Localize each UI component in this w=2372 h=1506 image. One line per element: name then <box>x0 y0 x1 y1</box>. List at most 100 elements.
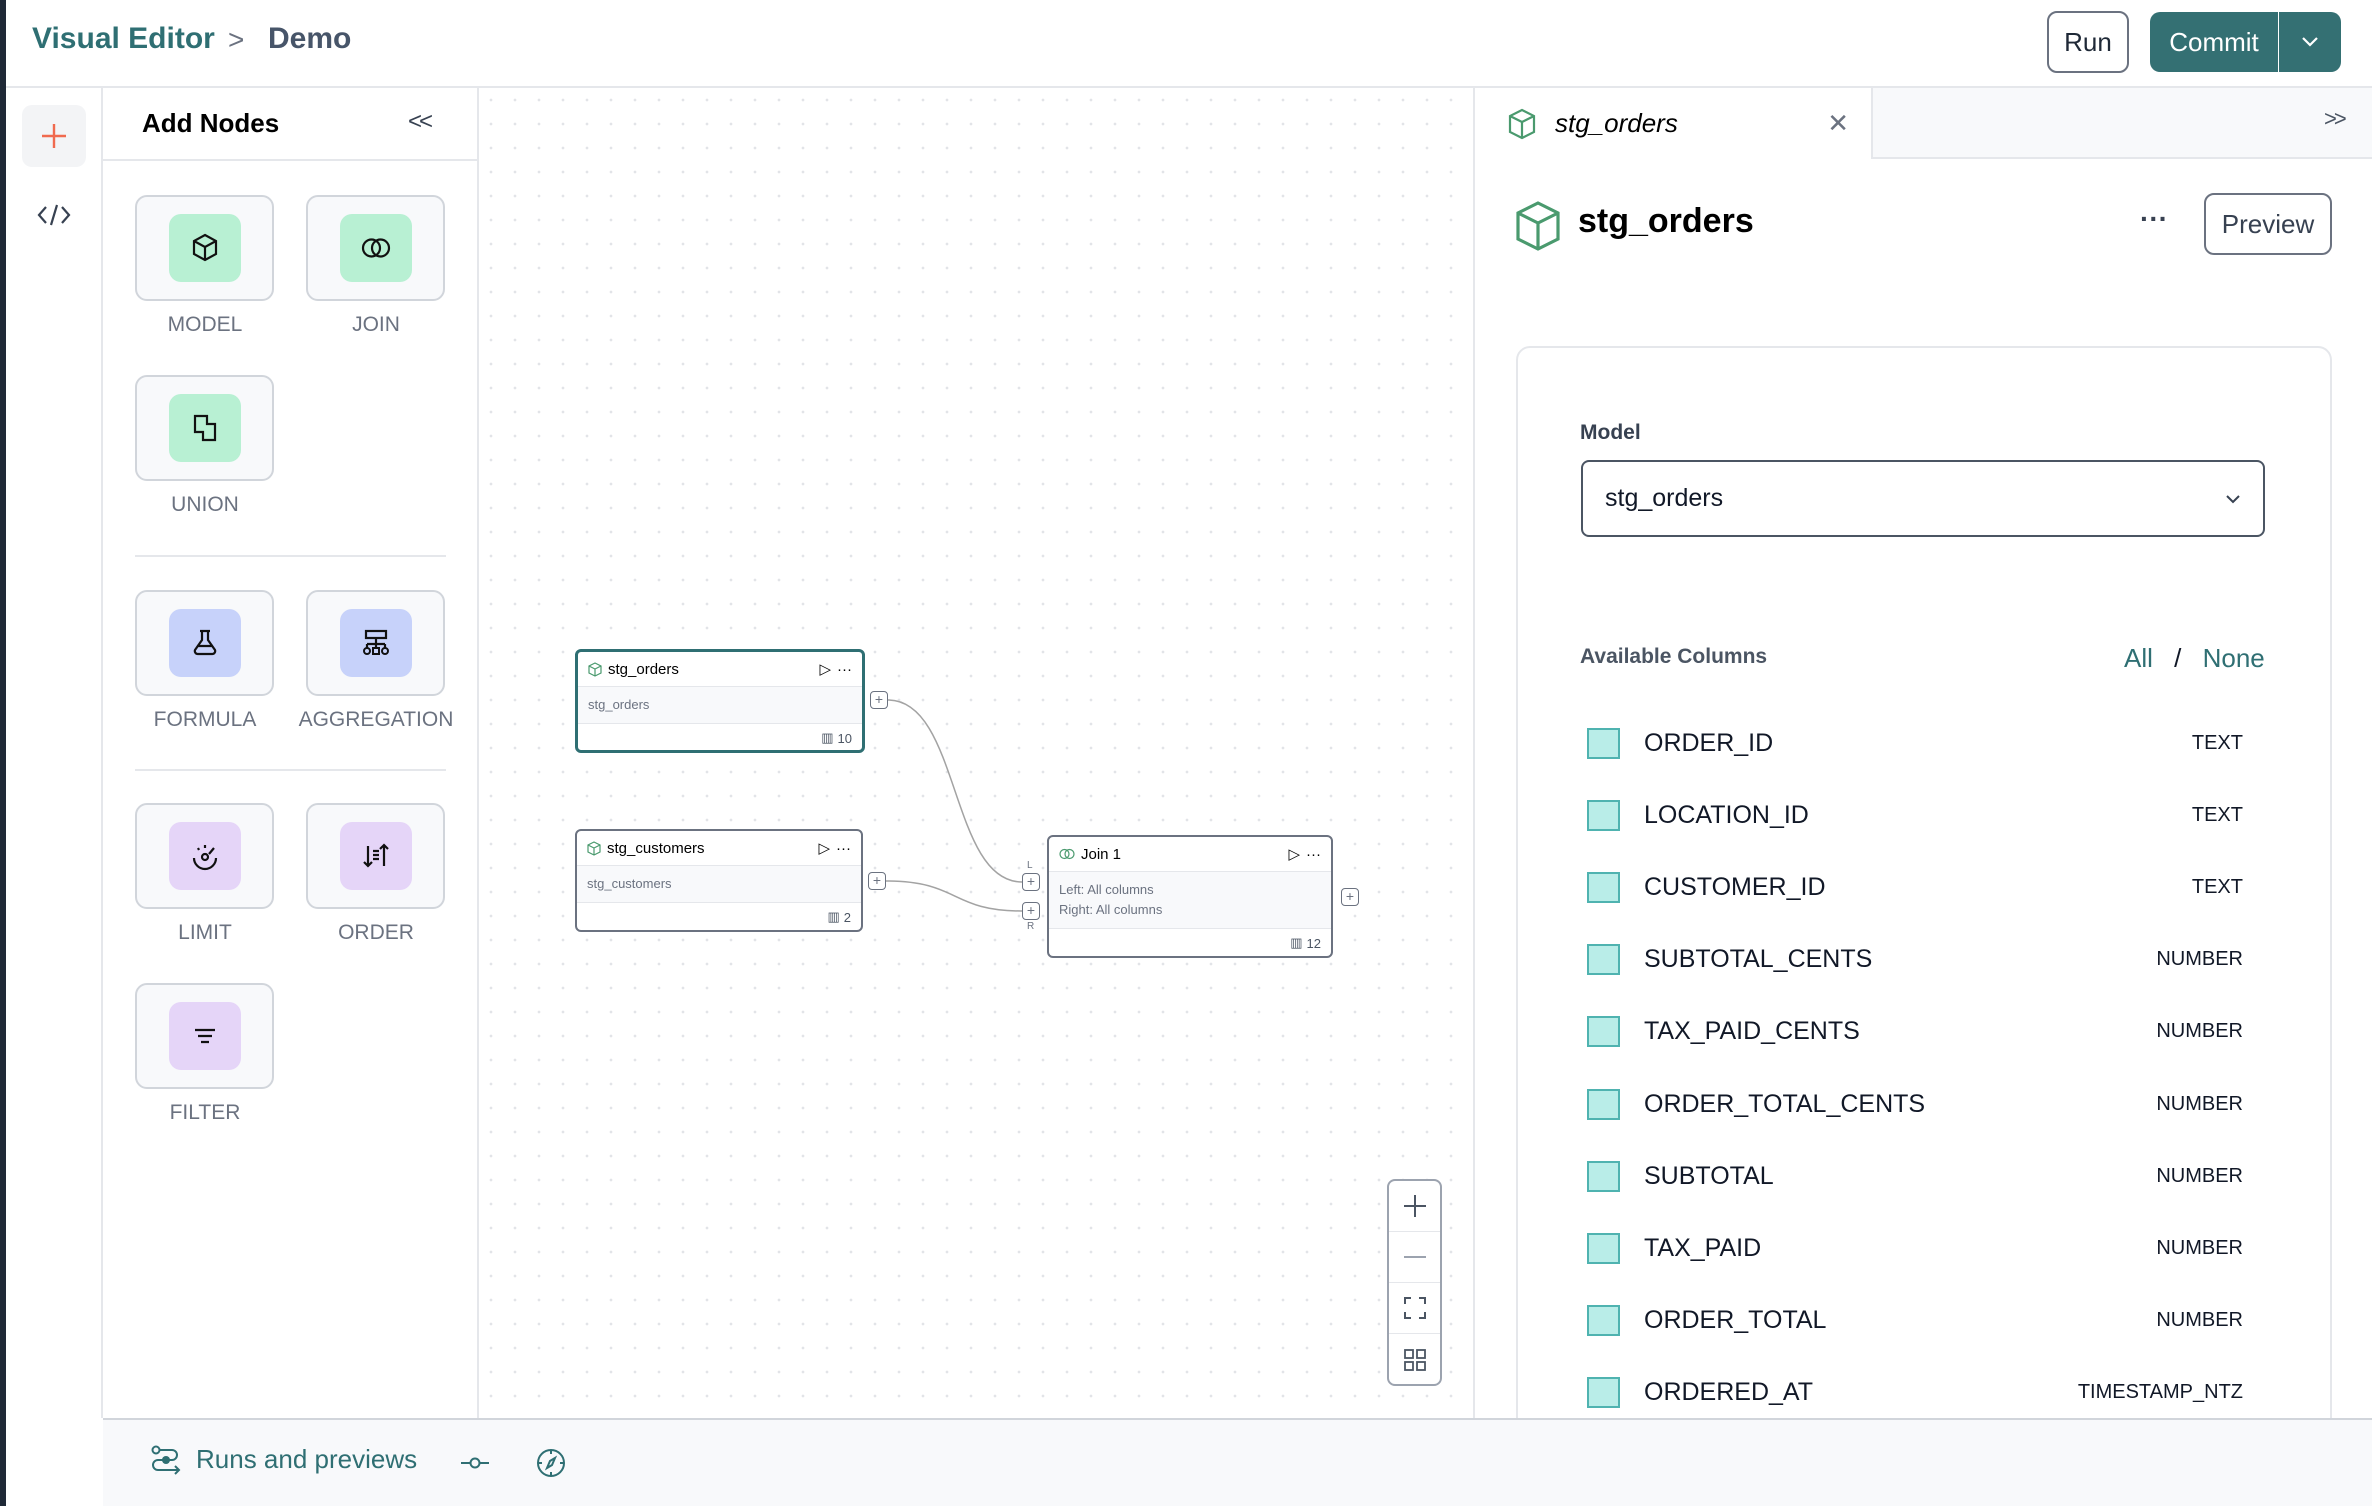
input-port-left[interactable]: + <box>1022 873 1040 891</box>
node-tile-model[interactable] <box>135 195 274 301</box>
icon-rail <box>6 88 103 1418</box>
available-columns-label: Available Columns <box>1580 645 1768 668</box>
commit-node-icon[interactable] <box>460 1452 490 1474</box>
column-checkbox[interactable] <box>1587 799 1620 831</box>
zoom-out-button[interactable] <box>1389 1232 1440 1283</box>
tab-stg-orders[interactable]: stg_orders ✕ <box>1475 88 1873 159</box>
column-type: NUMBER <box>2156 1164 2243 1187</box>
play-icon[interactable]: ▷ <box>818 840 830 857</box>
chevron-down-icon <box>2302 37 2318 47</box>
expand-panel-button[interactable]: >> <box>2324 106 2347 131</box>
preview-button[interactable]: Preview <box>2204 193 2332 255</box>
node-tile-label: UNION <box>171 493 239 516</box>
limit-icon-badge <box>168 822 241 890</box>
column-checkbox[interactable] <box>1587 1160 1620 1192</box>
commit-dropdown-button[interactable] <box>2279 12 2341 72</box>
collapse-panel-button[interactable]: << <box>408 108 433 135</box>
node-body: stg_orders <box>578 686 862 724</box>
edge-customers-to-join <box>885 880 1023 912</box>
play-icon[interactable]: ▷ <box>819 661 831 678</box>
more-icon[interactable]: ··· <box>837 660 852 678</box>
node-tile-formula[interactable] <box>135 590 274 696</box>
output-port[interactable]: + <box>868 872 886 890</box>
join-icon <box>361 238 390 258</box>
cube-icon <box>588 661 602 677</box>
commit-button[interactable]: Commit <box>2150 12 2278 72</box>
select-all-none: All / None <box>2124 643 2265 674</box>
breadcrumb-root[interactable]: Visual Editor <box>32 22 215 55</box>
column-checkbox[interactable] <box>1587 1377 1620 1409</box>
column-type: TEXT <box>2191 803 2243 826</box>
node-tile-union[interactable] <box>135 375 274 481</box>
node-title: stg_orders <box>608 660 679 678</box>
flask-icon-badge <box>168 609 241 677</box>
node-tile-limit[interactable] <box>135 803 274 909</box>
more-options-button[interactable]: ··· <box>2140 203 2168 234</box>
join-icon-badge <box>339 214 412 282</box>
column-type: TIMESTAMP_NTZ <box>2077 1381 2243 1404</box>
columns-icon: ▥ <box>827 909 840 924</box>
output-port[interactable]: + <box>1341 888 1359 906</box>
slash-separator: / <box>2174 643 2182 673</box>
node-tile-filter[interactable] <box>135 983 274 1089</box>
model-select[interactable]: stg_orders <box>1581 460 2265 537</box>
layout-button[interactable] <box>1389 1334 1440 1385</box>
divider <box>135 555 446 557</box>
close-tab-icon[interactable]: ✕ <box>1827 108 1849 138</box>
fit-view-button[interactable] <box>1389 1283 1440 1334</box>
cube-icon <box>1516 201 1560 251</box>
column-checkbox[interactable] <box>1587 727 1620 759</box>
node-tile-aggregation[interactable] <box>306 590 445 696</box>
port-label-right: R <box>1027 921 1035 932</box>
node-title: stg_customers <box>607 839 705 857</box>
node-tile-label: AGGREGATION <box>298 708 454 731</box>
input-port-right[interactable]: + <box>1022 902 1040 920</box>
limit-icon <box>192 845 217 871</box>
grid-icon <box>1403 1348 1426 1371</box>
column-checkbox[interactable] <box>1587 1305 1620 1337</box>
canvas-node-stg-customers[interactable]: stg_customers▷··· stg_customers ▥2 <box>575 829 863 932</box>
canvas-node-stg-orders[interactable]: stg_orders▷··· stg_orders ▥10 <box>575 649 865 753</box>
column-type: TEXT <box>2191 875 2243 898</box>
rail-code-button[interactable] <box>22 185 86 245</box>
column-checkbox[interactable] <box>1587 944 1620 976</box>
columns-icon: ▥ <box>821 730 834 745</box>
column-type: NUMBER <box>2156 1309 2243 1332</box>
window-edge <box>0 0 6 1506</box>
sort-icon <box>362 843 389 868</box>
column-type: TEXT <box>2191 731 2243 754</box>
cube-icon <box>587 840 601 856</box>
output-port[interactable]: + <box>870 691 888 709</box>
column-type: NUMBER <box>2156 1020 2243 1043</box>
node-tile-join[interactable] <box>306 195 445 301</box>
filter-icon-badge <box>168 1002 241 1070</box>
more-icon[interactable]: ··· <box>836 839 851 857</box>
compass-icon[interactable] <box>536 1448 566 1478</box>
node-tile-order[interactable] <box>306 803 445 909</box>
canvas[interactable] <box>479 88 1473 1418</box>
hierarchy-icon <box>362 629 389 655</box>
top-header <box>6 0 2372 88</box>
code-icon <box>37 204 71 226</box>
column-checkbox[interactable] <box>1587 1016 1620 1048</box>
select-none-link[interactable]: None <box>2202 643 2265 673</box>
runs-and-previews-button[interactable]: Runs and previews <box>150 1444 417 1475</box>
column-count: 12 <box>1306 935 1321 951</box>
join-left-text: Left: All columns <box>1059 882 1154 897</box>
join-icon <box>1059 848 1075 860</box>
more-icon[interactable]: ··· <box>1306 845 1321 863</box>
fullscreen-icon <box>1403 1297 1426 1319</box>
filter-icon <box>194 1028 215 1044</box>
column-checkbox[interactable] <box>1587 1088 1620 1120</box>
zoom-in-button[interactable] <box>1389 1181 1440 1232</box>
run-button[interactable]: Run <box>2047 11 2129 73</box>
columns-icon: ▥ <box>1290 935 1303 950</box>
column-checkbox[interactable] <box>1587 871 1620 903</box>
rail-add-nodes-button[interactable] <box>22 105 86 167</box>
play-icon[interactable]: ▷ <box>1288 846 1300 863</box>
select-all-link[interactable]: All <box>2124 643 2153 673</box>
column-checkbox[interactable] <box>1587 1232 1620 1264</box>
